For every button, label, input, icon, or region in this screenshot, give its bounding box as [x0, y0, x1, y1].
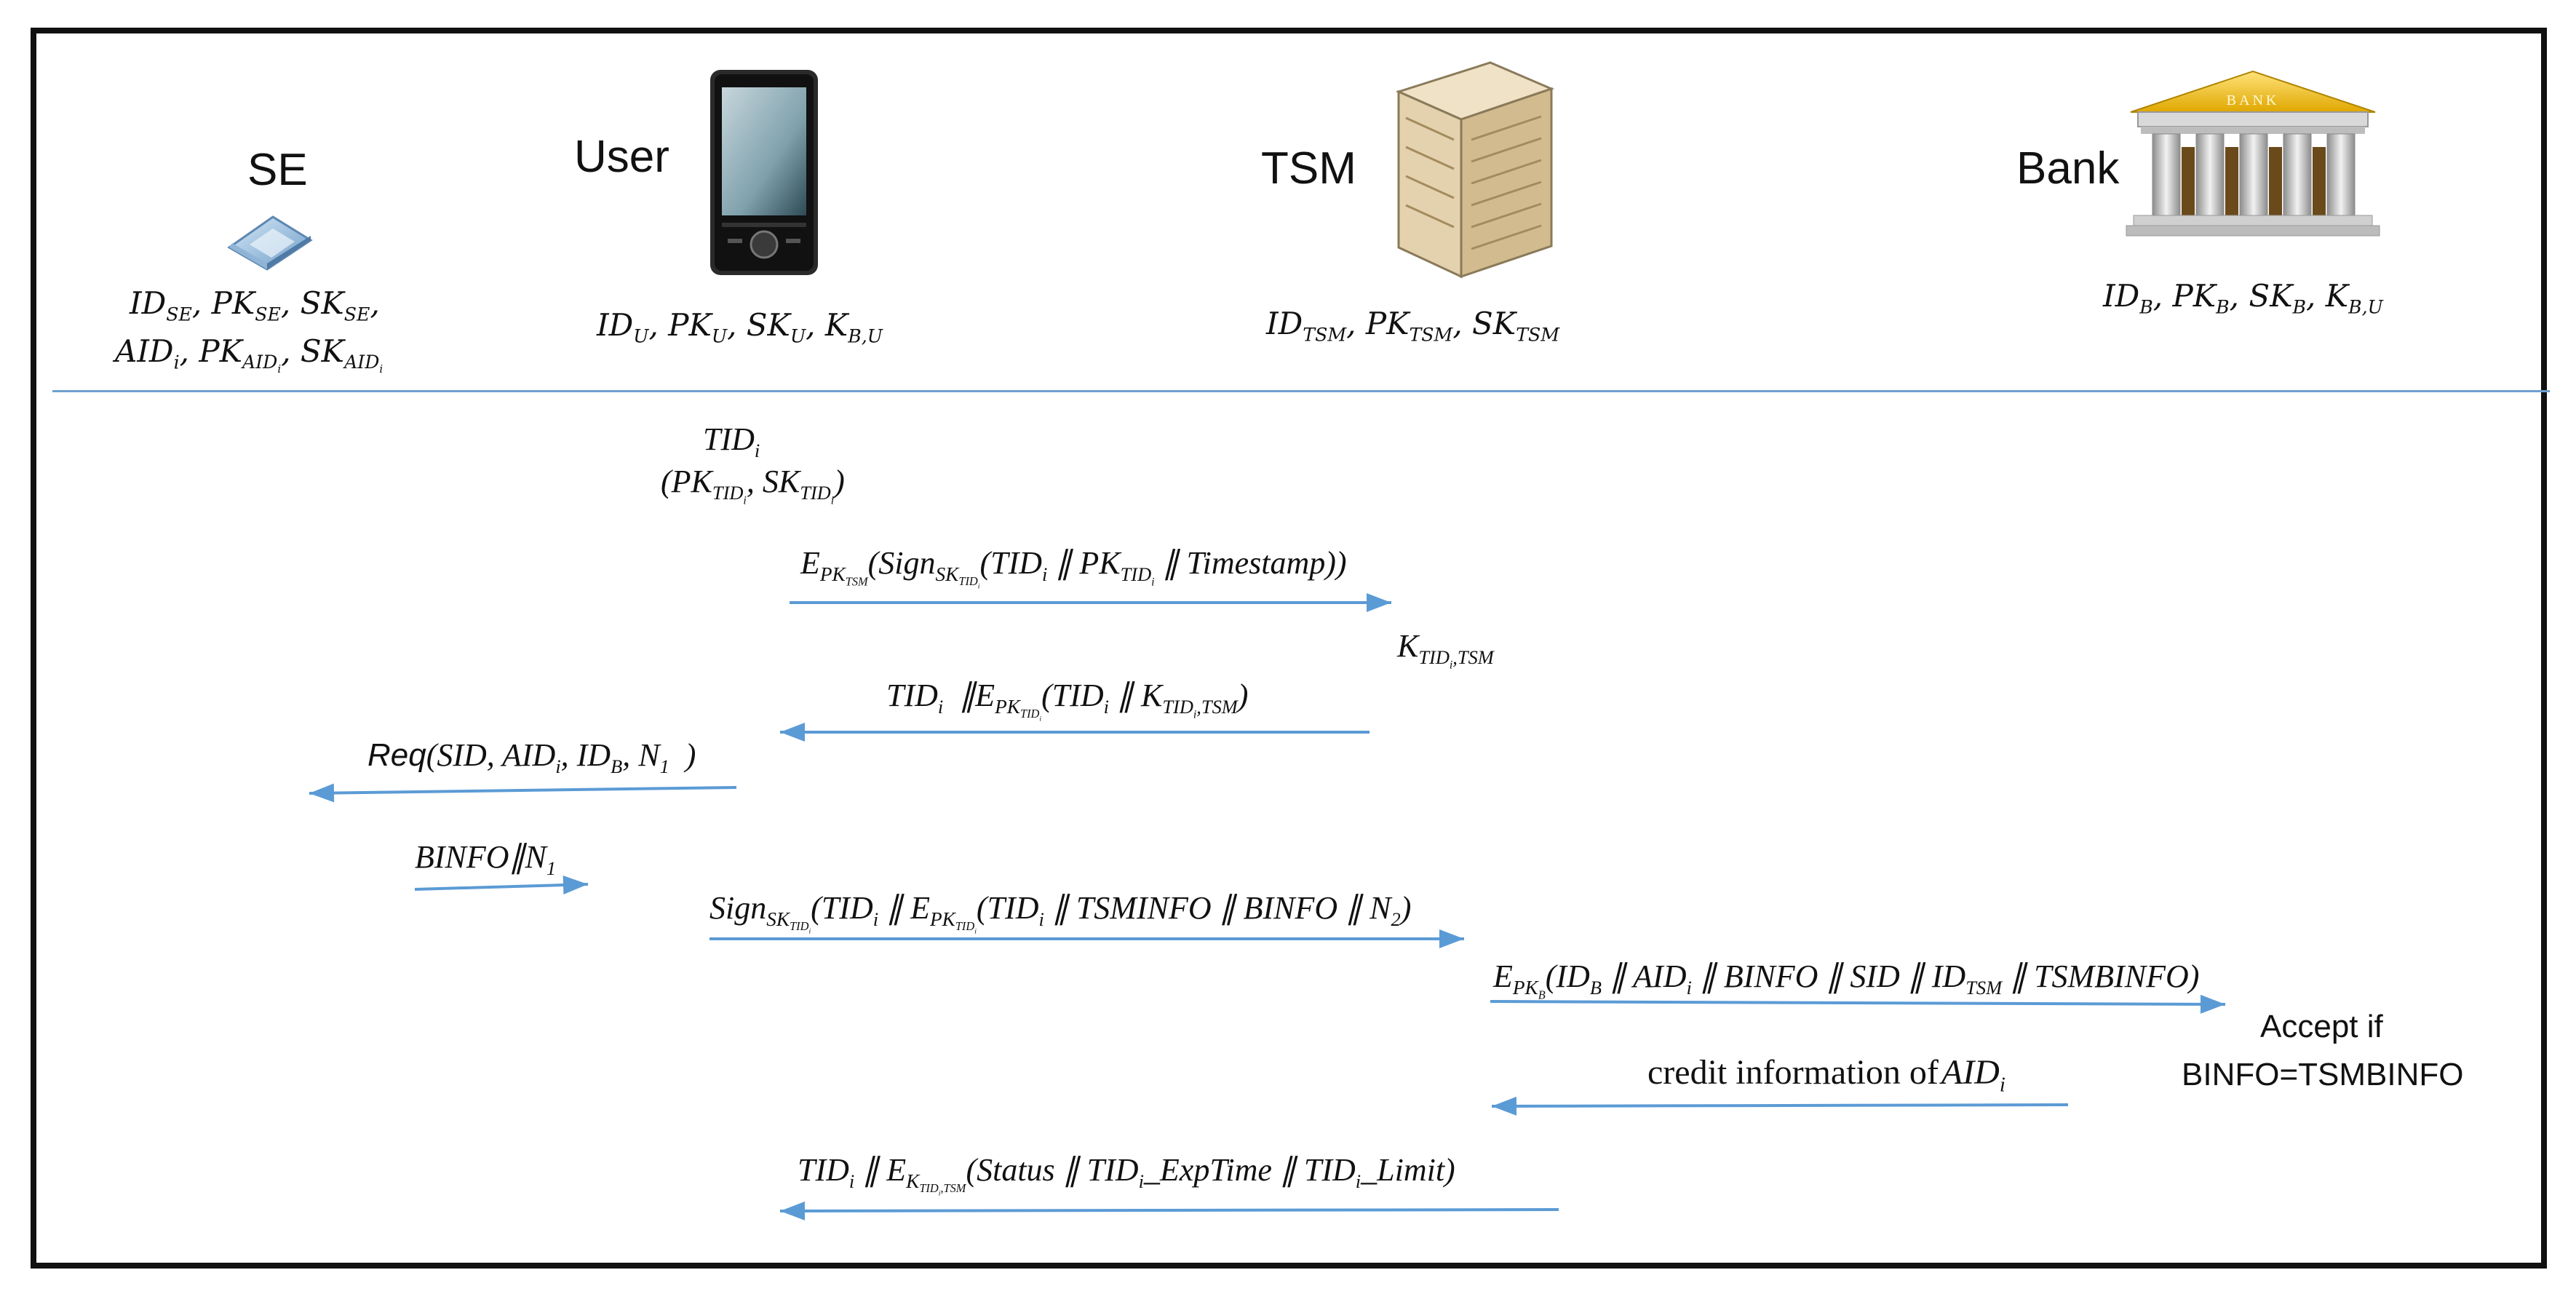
se-keys-line-2: AIDi, PKAIDi, SKAIDi: [115, 333, 383, 376]
smartphone-icon: [710, 70, 818, 275]
message-arrow-8: [779, 1201, 1559, 1220]
message-arrow-2: [780, 723, 1370, 742]
message-2-label: TIDi ∥EPKTIDi(TIDi ∥ KTIDi,TSM): [886, 678, 1249, 723]
tsm-derived-key: KTIDi,TSM: [1397, 628, 1494, 672]
message-arrow-7: [1491, 1096, 2069, 1116]
entity-name-se: SE: [247, 145, 308, 195]
message-arrow-1: [790, 593, 1391, 612]
diagram-frame: [31, 28, 2547, 1269]
server-icon: [1396, 61, 1554, 279]
message-arrow-4: [414, 876, 589, 894]
entity-divider-line: [52, 390, 2550, 392]
message-7-text: credit information of: [1647, 1053, 1939, 1092]
message-7-label: credit information of AIDi: [1647, 1053, 2005, 1097]
entity-name-bank: Bank: [2016, 143, 2120, 194]
bank-building-icon: BANK: [2126, 70, 2380, 237]
message-5-label: SignSKTIDi(TIDi ∥ EPKTIDi(TIDi ∥ TSMINFO…: [709, 890, 1412, 936]
message-4-label: BINFO∥N1: [415, 839, 557, 879]
tsm-keys: IDTSM, PKTSM, SKTSM: [1266, 306, 1560, 346]
message-8-label: TIDi ∥ EKTIDi,TSM(Status ∥ TIDi_ExpTime …: [798, 1152, 1455, 1198]
message-arrow-3: [309, 783, 737, 803]
chip-icon: [227, 215, 313, 271]
bank-sign-text: BANK: [2227, 92, 2280, 108]
entity-name-user: User: [574, 132, 669, 182]
bank-check-line-2: BINFO=TSMBINFO: [2182, 1057, 2464, 1092]
message-6-label: EPKB(IDB ∥ AIDi ∥ BINFO ∥ SID ∥ IDTSM ∥ …: [1493, 958, 2200, 1001]
message-3-label: Req(SID, AIDi, IDB, N1 ): [367, 737, 696, 777]
message-arrow-6: [1490, 994, 2226, 1014]
message-arrow-5: [709, 929, 1464, 948]
entity-name-tsm: TSM: [1261, 143, 1356, 194]
bank-check-line-1: Accept if: [2260, 1009, 2383, 1044]
se-keys-line-1: IDSE, PKSE, SKSE,: [130, 285, 380, 325]
user-tid-generation-line-1: TIDi: [703, 421, 760, 461]
user-tid-generation-line-2: (PKTIDi, SKTIDi): [661, 464, 845, 507]
user-keys: IDU, PKU, SKU, KB,U: [597, 307, 883, 347]
bank-keys: IDB, PKB, SKB, KB,U: [2103, 278, 2383, 318]
message-1-label: EPKTSM(SignSKTIDi(TIDi ∥ PKTIDi ∥ Timest…: [800, 545, 1347, 591]
message-3-prefix: Req: [367, 737, 426, 773]
